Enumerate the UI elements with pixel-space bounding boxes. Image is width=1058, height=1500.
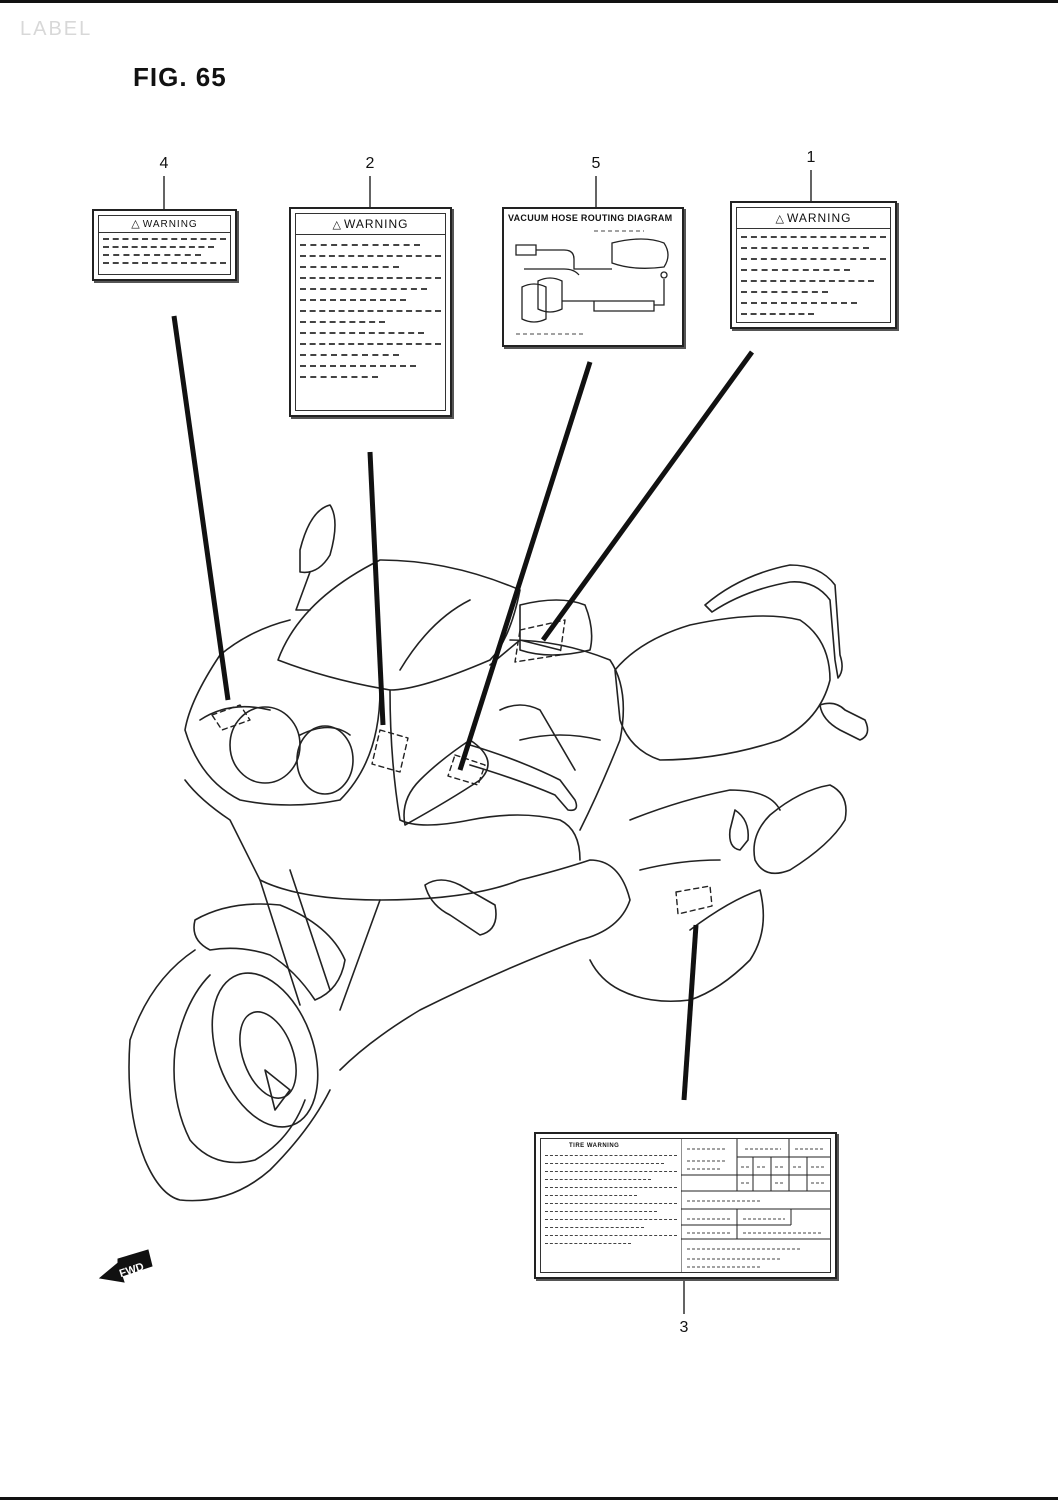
label-5-heading: VACUUM HOSE ROUTING DIAGRAM xyxy=(508,213,673,223)
label-4-heading: WARNING xyxy=(142,219,198,230)
handlebar xyxy=(469,639,578,812)
label-2-heading: WARNING xyxy=(343,217,409,231)
front-fork xyxy=(259,869,381,1011)
label-1-heading: WARNING xyxy=(786,211,852,225)
seat xyxy=(614,615,831,761)
rear-wheel xyxy=(589,889,765,1003)
headlight-right xyxy=(296,725,354,795)
warning-label-4: △WARNING xyxy=(92,209,237,281)
label-5-location xyxy=(447,754,486,786)
windscreen xyxy=(277,559,521,691)
figure-title: FIG. 65 xyxy=(133,62,227,92)
label-3-heading: TIRE WARNING xyxy=(569,1143,620,1149)
label-4-text-lines xyxy=(103,238,226,270)
leader-line-5 xyxy=(457,361,593,771)
fairing-upper xyxy=(184,619,381,806)
tire-pressure-table xyxy=(681,1139,830,1272)
turn-signal xyxy=(424,879,497,936)
label-2-text-lines xyxy=(300,244,441,387)
section-label: LABEL xyxy=(20,18,93,40)
label-4-location xyxy=(211,704,251,731)
forward-arrow-icon: FWD xyxy=(98,1249,153,1283)
leader-line-2 xyxy=(367,451,386,726)
label-1-text-lines xyxy=(741,236,886,324)
warning-triangle-icon: △ xyxy=(775,213,785,225)
vacuum-hose-label-5: VACUUM HOSE ROUTING DIAGRAM xyxy=(502,207,684,347)
warning-triangle-icon: △ xyxy=(332,219,342,231)
mirror-left xyxy=(295,504,336,611)
leader-line-4 xyxy=(171,315,231,701)
callout-number-1: 1 xyxy=(806,149,816,166)
label-1-location xyxy=(514,619,566,663)
warning-label-2: △WARNING xyxy=(289,207,452,417)
label-3-location xyxy=(675,885,713,915)
mirror-right xyxy=(519,599,593,656)
fairing-side xyxy=(184,689,631,1071)
callout-number-5: 5 xyxy=(591,155,601,172)
callout-number-4: 4 xyxy=(159,155,169,172)
headlight-left xyxy=(229,706,301,784)
leader-line-3 xyxy=(681,924,699,1101)
label-3-text-lines xyxy=(545,1155,677,1251)
vacuum-hose-routing-drawing xyxy=(515,230,669,335)
callout-number-3: 3 xyxy=(679,1319,689,1336)
front-fender xyxy=(193,903,346,1001)
warning-label-1: △WARNING xyxy=(730,201,897,329)
bottom-border xyxy=(0,1497,1058,1500)
tire-warning-label-3: TIRE WARNING xyxy=(534,1132,837,1279)
exhaust xyxy=(753,784,847,875)
leader-line-1 xyxy=(540,350,755,642)
callout-number-2: 2 xyxy=(365,155,375,172)
rear-rail xyxy=(704,564,843,679)
front-wheel xyxy=(128,949,331,1202)
label-2-location xyxy=(371,729,409,773)
fuel-tank xyxy=(509,639,625,831)
warning-triangle-icon: △ xyxy=(131,218,141,230)
top-border xyxy=(0,0,1058,3)
